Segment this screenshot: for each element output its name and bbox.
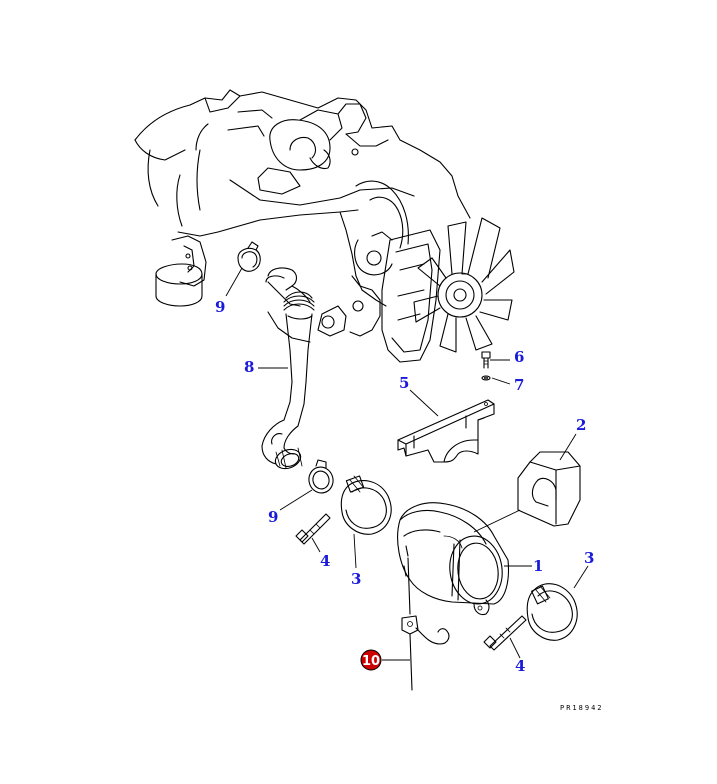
bolt-and-washer [481,351,491,381]
callout-3-left: 3 [351,570,361,588]
air-cleaner-body [397,502,510,616]
rubber-mount-block [517,451,581,527]
callout-9-upper: 9 [215,298,225,316]
callout-6: 6 [514,348,524,366]
callout-10: 10 [362,654,380,669]
callouts: 9 8 6 7 5 2 9 1 3 4 3 4 10 [215,298,594,675]
callout-9-lower: 9 [268,508,278,526]
callout-3-right: 3 [584,549,594,567]
leader-lines [225,267,589,661]
callout-4-right: 4 [515,657,525,675]
reference-code: PR18942 [560,704,604,712]
hose-clamp-upper [237,241,261,272]
callout-5: 5 [399,374,409,392]
callout-7: 7 [514,376,524,394]
clamp-bolt-right [483,615,527,651]
engine-assembly [134,89,471,363]
clamp-bolt-left [295,513,331,545]
highlight-marker [360,649,382,671]
hose-clamp-lower [308,459,334,494]
callout-2: 2 [576,416,586,434]
callout-8: 8 [244,358,254,376]
dust-indicator-sensor [401,557,450,691]
band-clamp-right [526,583,578,641]
air-intake-hose [261,267,315,470]
cooling-fan [413,217,515,353]
callout-1: 1 [533,557,543,575]
mounting-bracket [397,399,495,463]
callout-4-left: 4 [320,552,330,570]
band-clamp-left [340,475,392,535]
